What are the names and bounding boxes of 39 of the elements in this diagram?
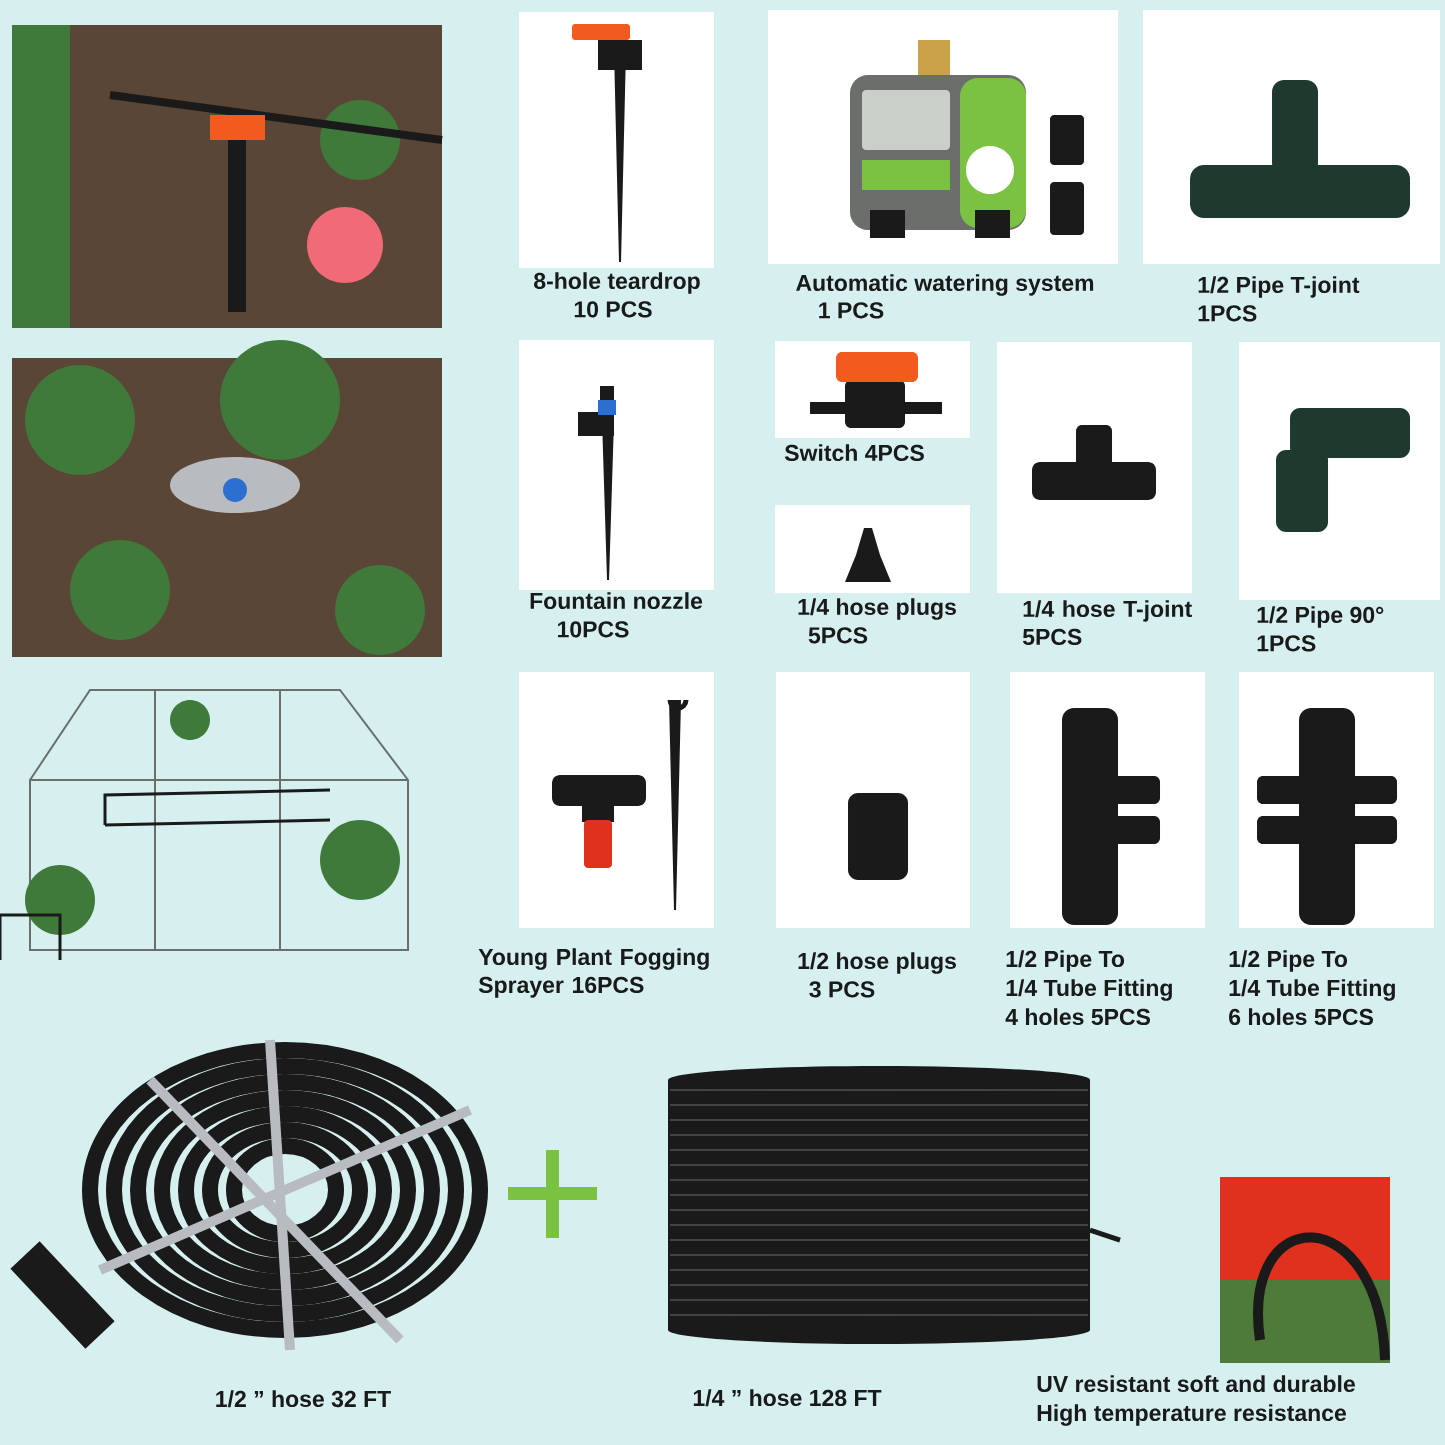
product-card — [519, 340, 714, 638]
product-label: 5PCS — [808, 627, 868, 644]
product-card — [775, 505, 970, 644]
product-label: Young Plant Fogging Sprayer 16PCS — [478, 948, 709, 998]
product-label: 1/4 ” hose 128 FT — [693, 1389, 882, 1407]
product-label: 1/2 Pipe 90° — [1257, 606, 1384, 628]
product-label: 4 holes 5PCS — [1005, 1008, 1150, 1026]
product-label: 10PCS — [558, 621, 629, 638]
product-label: 1/2 hose plugs — [798, 952, 956, 974]
product-label: 6 holes 5PCS — [1229, 1008, 1374, 1026]
product-card — [776, 672, 970, 998]
product-label: 1PCS — [1198, 305, 1257, 322]
product-label: 1/2 ” hose 32 FT — [216, 1390, 391, 1408]
product-card — [1229, 672, 1434, 1026]
product-label: 3 PCS — [809, 981, 875, 998]
product-card — [997, 342, 1192, 646]
product-label: Automatic watering system — [796, 274, 1094, 296]
product-card — [1143, 10, 1440, 322]
product-label: High temperature resistance — [1037, 1404, 1346, 1426]
product-card — [478, 672, 714, 998]
product-label: 1/2 Pipe To — [1006, 950, 1125, 972]
product-label: 1/4 Tube Fitting — [1229, 979, 1395, 1001]
product-label: 1PCS — [1257, 635, 1316, 652]
product-label: 1/2 Pipe T-joint — [1198, 276, 1360, 298]
product-label: 1/4 hose T-joint 5PCS — [1022, 600, 1192, 646]
product-label: 8-hole teardrop — [534, 272, 700, 294]
product-card — [775, 341, 970, 462]
product-card — [1005, 672, 1205, 1026]
product-label: 1/4 Tube Fitting — [1006, 979, 1172, 1001]
product-label: 10 PCS — [574, 301, 652, 318]
product-card — [519, 12, 714, 318]
product-card — [768, 10, 1118, 319]
product-card — [1239, 342, 1440, 652]
product-label: Switch 4PCS — [784, 444, 924, 462]
product-label: 1/2 Pipe To — [1229, 950, 1348, 972]
product-label: 1/4 hose plugs — [798, 598, 956, 620]
product-label: 1 PCS — [819, 302, 884, 319]
product-label: Fountain nozzle — [530, 592, 703, 610]
product-label: UV resistant soft and durable — [1037, 1375, 1355, 1393]
